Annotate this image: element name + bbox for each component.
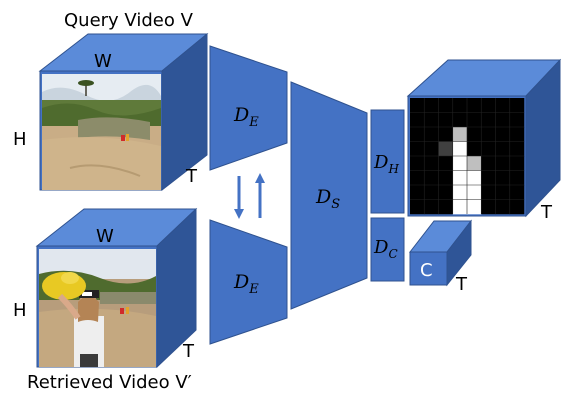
heatmap-cell bbox=[424, 112, 439, 128]
heatmap-cell bbox=[410, 127, 425, 142]
heatmap-cell bbox=[410, 156, 425, 171]
encoder-bottom-block: DE bbox=[209, 219, 288, 345]
heatmap-cell bbox=[452, 112, 468, 128]
head-c-block: DC bbox=[370, 217, 405, 282]
head-h-block: DH bbox=[370, 109, 405, 214]
heatmap-cell bbox=[495, 127, 511, 142]
heatmap-cell bbox=[438, 185, 454, 200]
heatmap-cell bbox=[410, 185, 425, 200]
query-time-label: T bbox=[185, 166, 198, 187]
query-video-title: Query Video V bbox=[64, 10, 194, 31]
heatmap-cell bbox=[481, 98, 496, 113]
heatmap-cell bbox=[452, 141, 468, 157]
heatmap-cell bbox=[438, 156, 454, 171]
heatmap-cell bbox=[452, 185, 468, 200]
heatmap-cell bbox=[438, 98, 454, 113]
shared-block: DS bbox=[290, 81, 368, 310]
query-video-cube: Query Video V W H T bbox=[13, 10, 209, 192]
retrieved-video-frame bbox=[39, 249, 156, 367]
retrieved-time-label: T bbox=[182, 341, 195, 362]
heatmap-cell bbox=[495, 156, 511, 171]
heatmap-cell bbox=[481, 141, 496, 157]
heatmap-cell bbox=[438, 141, 454, 157]
heatmap-cell bbox=[509, 156, 525, 171]
heatmap-cell bbox=[481, 199, 496, 215]
heatmap-cell bbox=[438, 170, 454, 186]
retrieved-height-label: H bbox=[13, 300, 27, 321]
heatmap-cell bbox=[452, 199, 468, 215]
heatmap-cell bbox=[410, 141, 425, 157]
heatmap-cell bbox=[495, 98, 511, 113]
encoder-top-label: DE bbox=[233, 104, 259, 130]
retrieved-video-title: Retrieved Video V′ bbox=[27, 372, 192, 393]
heatmap-cell bbox=[509, 170, 525, 186]
heatmap-cell bbox=[509, 141, 525, 157]
heatmap-grid bbox=[410, 98, 525, 215]
heatmap-cell bbox=[467, 98, 482, 113]
heatmap-cell bbox=[495, 199, 511, 215]
heatmap-cell bbox=[467, 170, 482, 186]
heatmap-cell bbox=[438, 127, 454, 142]
head-h-label: DH bbox=[373, 152, 399, 176]
heatmap-cell bbox=[452, 127, 468, 142]
heatmap-cell bbox=[467, 185, 482, 200]
encoder-top-block: DE bbox=[209, 45, 288, 171]
heatmap-cell bbox=[509, 199, 525, 215]
class-cube-front bbox=[409, 251, 448, 286]
heatmap-cell bbox=[424, 199, 439, 215]
heatmap-cell bbox=[424, 156, 439, 171]
heatmap-cell bbox=[467, 127, 482, 142]
heatmap-cell bbox=[495, 185, 511, 200]
heatmap-cube: T bbox=[406, 58, 562, 223]
heatmap-cell bbox=[509, 98, 525, 113]
heatmap-cell bbox=[452, 170, 468, 186]
heatmap-cell bbox=[424, 127, 439, 142]
heatmap-cell bbox=[467, 112, 482, 128]
heatmap-cell bbox=[424, 170, 439, 186]
heatmap-cell bbox=[481, 185, 496, 200]
query-height-label: H bbox=[13, 129, 27, 150]
heatmap-cell bbox=[495, 141, 511, 157]
shared-label: DS bbox=[315, 186, 340, 212]
heatmap-cell bbox=[410, 112, 425, 128]
query-width-label: W bbox=[94, 51, 112, 72]
heatmap-cell bbox=[438, 199, 454, 215]
heatmap-cell bbox=[467, 141, 482, 157]
heatmap-cell bbox=[481, 156, 496, 171]
heatmap-cell bbox=[481, 170, 496, 186]
query-video-frame bbox=[42, 74, 161, 190]
encoder-bottom-label: DE bbox=[233, 271, 259, 297]
heatmap-cell bbox=[495, 112, 511, 128]
heatmap-cell bbox=[509, 127, 525, 142]
heatmap-cell bbox=[438, 112, 454, 128]
heatmap-cell bbox=[467, 199, 482, 215]
heatmap-cell bbox=[410, 170, 425, 186]
heatmap-cell bbox=[481, 112, 496, 128]
heatmap-cell bbox=[410, 199, 425, 215]
heatmap-cell bbox=[467, 156, 482, 171]
heatmap-cell bbox=[424, 98, 439, 113]
heatmap-cell bbox=[410, 98, 425, 113]
head-c-label: DC bbox=[373, 237, 398, 261]
retrieved-width-label: W bbox=[96, 226, 114, 247]
heatmap-time-label: T bbox=[540, 202, 553, 223]
class-output-cube: C T bbox=[408, 219, 473, 295]
heatmap-cell bbox=[452, 156, 468, 171]
heatmap-cell bbox=[424, 185, 439, 200]
heatmap-cell bbox=[495, 170, 511, 186]
heatmap-cell bbox=[452, 98, 468, 113]
heatmap-cell bbox=[509, 112, 525, 128]
class-output-label: C bbox=[420, 260, 433, 281]
heatmap-cell bbox=[481, 127, 496, 142]
class-time-label: T bbox=[455, 274, 468, 295]
heatmap-cell bbox=[424, 141, 439, 157]
retrieved-video-cube: W H T Retrieved Video V′ bbox=[13, 207, 198, 393]
heatmap-cell bbox=[509, 185, 525, 200]
